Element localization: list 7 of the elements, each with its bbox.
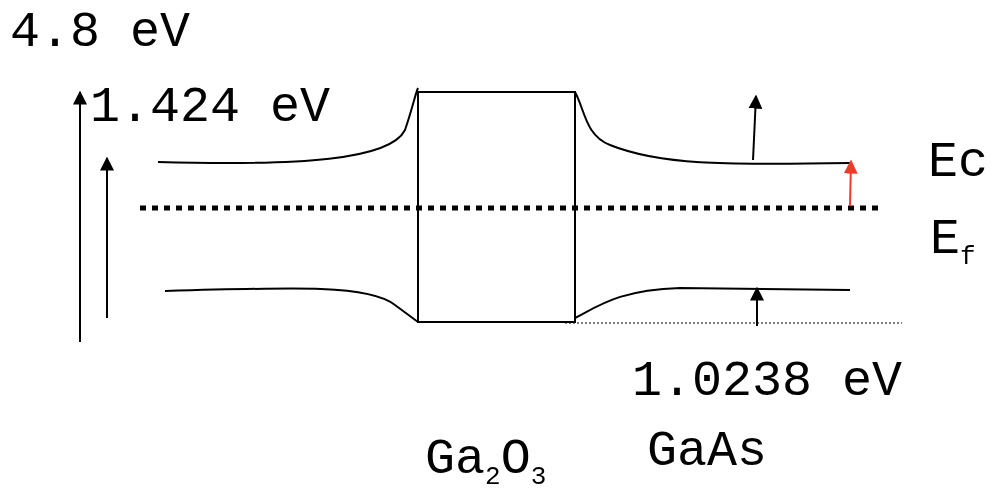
band-label: E$_{f}$ — [930, 215, 976, 270]
band-label: Ec — [928, 138, 988, 188]
material-label: Ga$_{2}$O$_{3}$ — [425, 435, 547, 490]
energy-label: 1.424 eV — [90, 83, 331, 133]
material-label: GaAs — [647, 427, 768, 477]
energy-label: 1.0238 eV — [632, 357, 903, 407]
energy-label: 4.8 eV — [10, 8, 191, 58]
